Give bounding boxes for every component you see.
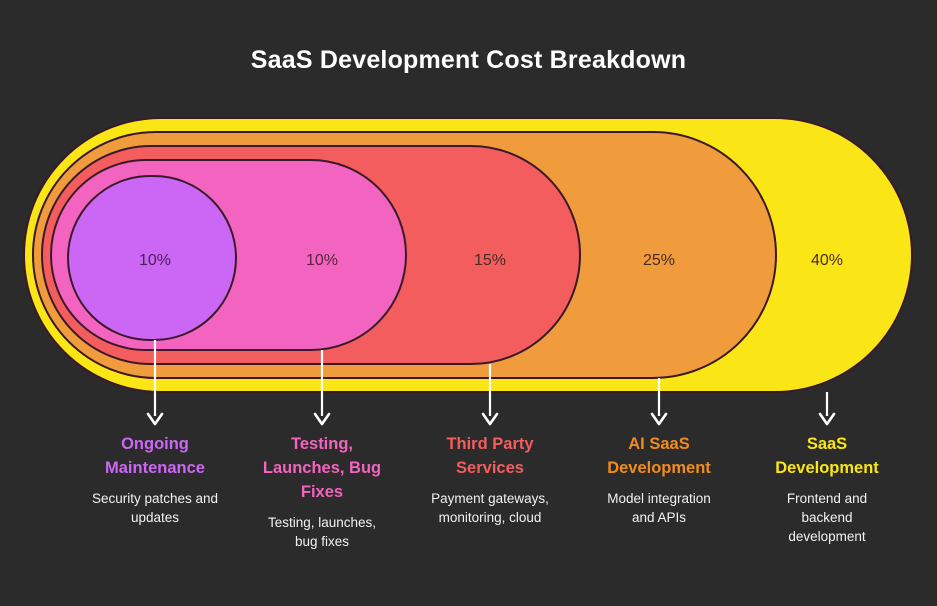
segment-label-description: Testing, launches,bug fixes <box>267 515 377 549</box>
segment-percentage: 10% <box>139 252 171 269</box>
funnel-layer <box>67 175 237 341</box>
segment-percentage: 10% <box>306 252 338 269</box>
connector-arrowhead <box>146 412 164 426</box>
segment-percentage: 15% <box>474 252 506 269</box>
connector-arrowhead <box>313 412 331 426</box>
segment-percentage: 25% <box>643 252 675 269</box>
segment-percentage: 40% <box>811 252 843 269</box>
connector-arrowhead <box>818 412 836 426</box>
page-title: SaaS Development Cost Breakdown <box>250 46 687 74</box>
connector-arrowhead <box>481 412 499 426</box>
connector-arrowhead <box>650 412 668 426</box>
segment-label-description: Payment gateways,monitoring, cloud <box>431 491 549 525</box>
